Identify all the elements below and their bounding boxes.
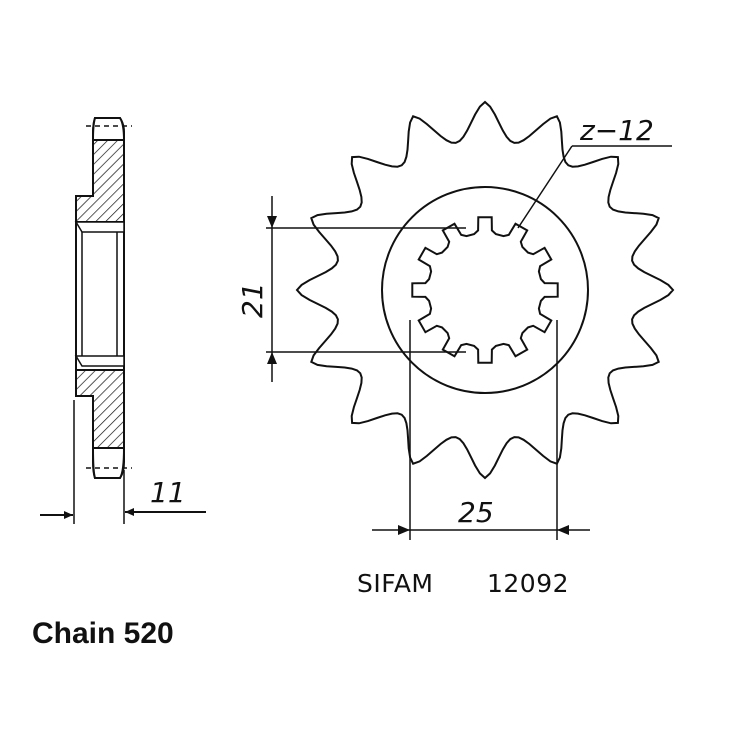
- side-upper-tooth-tip: [91, 117, 126, 141]
- brand-label: SIFAM: [357, 569, 434, 598]
- bore-arrow-top: [267, 216, 277, 228]
- tooth-count-label: z−12: [579, 114, 654, 147]
- side-view: 11: [40, 117, 206, 524]
- side-upper-spline-band: [74, 221, 125, 233]
- hub-circle: [381, 186, 589, 394]
- sprocket-outer-teeth: [295, 100, 675, 480]
- tooth-count-leader-line: [517, 145, 573, 229]
- thickness-dimension-label: 11: [150, 476, 186, 509]
- side-lower-tooth-tip: [91, 447, 126, 479]
- side-lower-spline-band: [74, 355, 125, 367]
- hub-arrow-left: [398, 525, 410, 535]
- part-number-label: 12092: [487, 569, 569, 598]
- bore-arrow-bottom: [267, 352, 277, 364]
- spline-bore: [411, 216, 559, 364]
- hub-arrow-right: [557, 525, 569, 535]
- chain-size-label: Chain 520: [32, 617, 174, 650]
- side-hub-body: [75, 221, 125, 371]
- front-view: 21 25 z−12: [236, 100, 675, 540]
- hub-dimension-label: 25: [458, 496, 494, 529]
- bore-dimension-label: 21: [236, 282, 269, 318]
